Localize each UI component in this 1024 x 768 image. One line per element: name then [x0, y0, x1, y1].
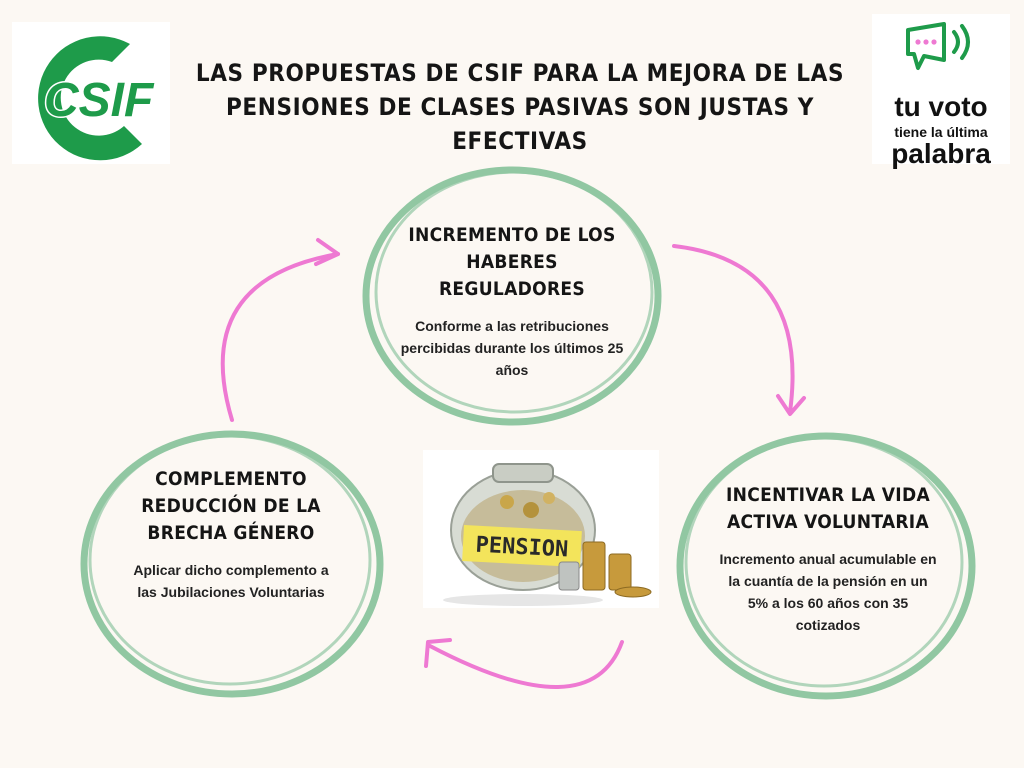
arrow-top-to-right: [672, 244, 795, 414]
arrowhead-top-to-right: [776, 394, 806, 416]
ring-left: [80, 430, 384, 698]
badge-line-2: tiene la última: [894, 124, 988, 140]
proposal-left: COMPLEMENTO REDUCCIÓN DE LA BRECHA GÉNER…: [126, 466, 336, 603]
csif-logo: CSIF: [12, 22, 170, 164]
proposal-right-title: INCENTIVAR LA VIDA ACTIVA VOLUNTARIA: [726, 484, 930, 533]
arrow-right-to-left: [428, 640, 624, 689]
proposal-left-body: Aplicar dicho complemento a las Jubilaci…: [133, 562, 329, 600]
proposal-top: INCREMENTO DE LOS HABERES REGULADORES Co…: [392, 222, 632, 381]
tu-voto-badge: tu voto tiene la última palabra: [872, 14, 1010, 168]
proposal-right-body: Incremento anual acumulable en la cuantí…: [719, 551, 937, 633]
ring-top: [362, 166, 662, 426]
arrow-left-to-top: [220, 252, 340, 422]
badge-line-1: tu voto: [894, 91, 988, 122]
badge-line-3: palabra: [891, 138, 991, 169]
proposal-top-title: INCREMENTO DE LOS HABERES REGULADORES: [408, 224, 616, 300]
arrowhead-left-to-top: [314, 238, 340, 266]
pension-jar-image: PENSION: [423, 450, 659, 608]
proposal-left-title: COMPLEMENTO REDUCCIÓN DE LA BRECHA GÉNER…: [141, 468, 321, 544]
csif-logo-text: CSIF: [44, 74, 155, 127]
pension-label: PENSION: [475, 533, 569, 563]
ring-right: [676, 432, 976, 700]
proposal-top-body: Conforme a las retribuciones percibidas …: [400, 318, 624, 378]
arrowhead-right-to-left: [424, 638, 452, 668]
proposal-right: INCENTIVAR LA VIDA ACTIVA VOLUNTARIA Inc…: [718, 482, 938, 636]
page-title: LAS PROPUESTAS DE CSIF PARA LA MEJORA DE…: [195, 59, 845, 155]
megaphone-icon: [906, 22, 970, 70]
